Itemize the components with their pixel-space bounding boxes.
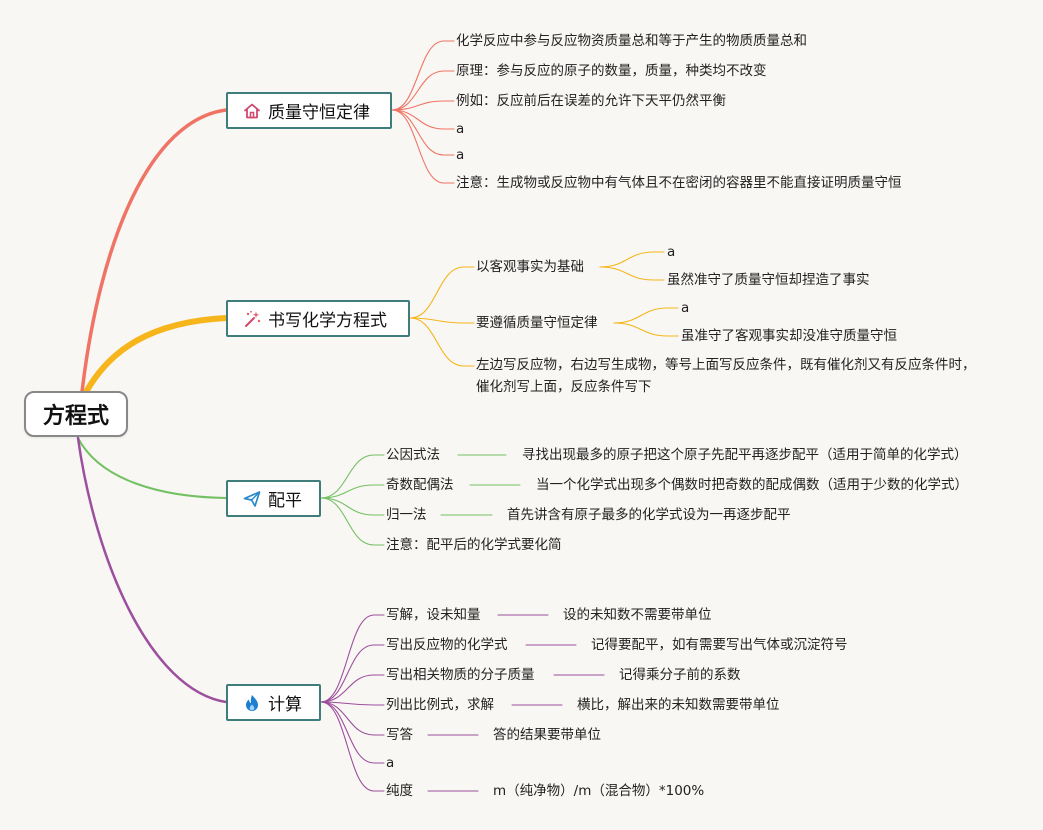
leaf-detail[interactable]: 记得要配平，如有需要写出气体或沉淀符号 (591, 637, 848, 653)
paper-plane-icon (242, 489, 262, 509)
leaf-item[interactable]: 左边写反应物，右边写生成物，等号上面写反应条件，既有催化剂又有反应条件时，催化剂… (476, 357, 976, 395)
leaf-connector (391, 109, 455, 130)
leaf-connector (409, 317, 475, 324)
sub-leaf-item[interactable]: 虽准守了客观事实却没准守质量守恒 (681, 328, 897, 344)
branch-label: 配平 (268, 491, 302, 511)
leaf-detail[interactable]: 寻找出现最多的原子把这个原子先配平再逐步配平（适用于简单的化学式） (522, 447, 968, 463)
leaf-detail[interactable]: 记得乘分子前的系数 (619, 667, 741, 683)
leaf-connector (320, 484, 385, 499)
leaf-connector (409, 317, 475, 367)
leaf-item[interactable]: 奇数配偶法 (386, 477, 454, 493)
leaf-item[interactable]: 例如：反应前后在误差的允许下天平仍然平衡 (456, 93, 726, 109)
leaf-item[interactable]: 列出比例式，求解 (386, 697, 494, 713)
sub-leaf-item[interactable]: a (667, 244, 676, 260)
leaf-detail[interactable]: 首先讲含有原子最多的化学式设为一再逐步配平 (507, 507, 791, 523)
leaf-detail[interactable]: m（纯净物）/m（混合物）*100% (493, 783, 705, 799)
branch-writing-equations[interactable]: 书写化学方程式 (226, 300, 410, 337)
leaf-connector (391, 100, 455, 111)
root-to-branch-line (83, 315, 229, 395)
sub-leaf-item[interactable]: 虽然准守了质量守恒却捏造了事实 (667, 272, 870, 288)
leaf-detail[interactable]: 横比，解出来的未知数需要带单位 (577, 697, 780, 713)
leaf-item[interactable]: 以客观事实为基础 (476, 259, 584, 275)
branch-label: 计算 (268, 695, 302, 715)
leaf-connector (391, 70, 455, 111)
leaf-item[interactable]: 写出反应物的化学式 (386, 637, 508, 653)
sub-leaf-connector (613, 322, 679, 337)
branch-calculation[interactable]: 计算 (226, 684, 321, 721)
leaf-connector (320, 614, 385, 703)
root-to-branch-line (76, 436, 228, 704)
leaf-detail[interactable]: 当一个化学式出现多个偶数时把奇数的配成偶数（适用于少数的化学式） (536, 477, 968, 493)
leaf-item[interactable]: a (386, 755, 395, 771)
leaf-connector (320, 701, 385, 764)
leaf-item[interactable]: 写出相关物质的分子质量 (386, 667, 535, 683)
leaf-detail[interactable]: 设的未知数不需要带单位 (563, 607, 712, 623)
branch-balancing[interactable]: 配平 (226, 480, 321, 517)
leaf-item[interactable]: 公因式法 (386, 447, 440, 463)
sub-leaf-item[interactable]: a (681, 300, 690, 316)
leaf-item[interactable]: 归一法 (386, 507, 427, 523)
leaf-item[interactable]: 原理：参与反应的原子的数量，质量，种类均不改变 (456, 63, 767, 79)
leaf-item[interactable]: 注意：配平后的化学式要化简 (386, 537, 562, 553)
sub-leaf-connector (599, 251, 665, 268)
leaf-connector (391, 109, 455, 156)
leaf-item[interactable]: 化学反应中参与反应物资质量总和等于产生的物质质量总和 (456, 33, 807, 49)
leaf-connector (320, 454, 385, 499)
sub-leaf-connector (599, 266, 665, 281)
leaf-connector (320, 644, 385, 703)
leaf-item[interactable]: a (456, 121, 465, 137)
leaf-item[interactable]: 写答 (386, 727, 413, 743)
branch-label: 书写化学方程式 (268, 311, 387, 331)
leaf-connector (320, 674, 385, 703)
leaf-connector (320, 497, 385, 516)
leaf-connector (320, 701, 385, 792)
leaf-connector (409, 266, 475, 319)
leaf-connector (391, 40, 455, 111)
branch-label: 质量守恒定律 (268, 103, 370, 123)
branch-mass-conservation[interactable]: 质量守恒定律 (226, 92, 392, 129)
magic-wand-icon (242, 309, 262, 329)
sub-leaf-connector (613, 307, 679, 324)
leaf-item[interactable]: 注意：生成物或反应物中有气体且不在密闭的容器里不能直接证明质量守恒 (456, 175, 902, 191)
fire-icon (242, 693, 262, 713)
leaf-connector (391, 109, 455, 184)
leaf-connector (320, 701, 385, 736)
leaf-connector (320, 701, 385, 706)
house-icon (242, 101, 262, 121)
root-to-branch-line (77, 437, 227, 499)
root-node[interactable]: 方程式 (24, 391, 128, 437)
leaf-connector (320, 497, 385, 546)
leaf-item[interactable]: 纯度 (386, 783, 413, 799)
leaf-detail[interactable]: 答的结果要带单位 (493, 727, 601, 743)
leaf-item[interactable]: 要遵循质量守恒定律 (476, 315, 598, 331)
leaf-item[interactable]: a (456, 147, 465, 163)
root-to-branch-line (80, 108, 228, 394)
leaf-item[interactable]: 写解，设未知量 (386, 607, 481, 623)
root-label: 方程式 (42, 404, 109, 429)
